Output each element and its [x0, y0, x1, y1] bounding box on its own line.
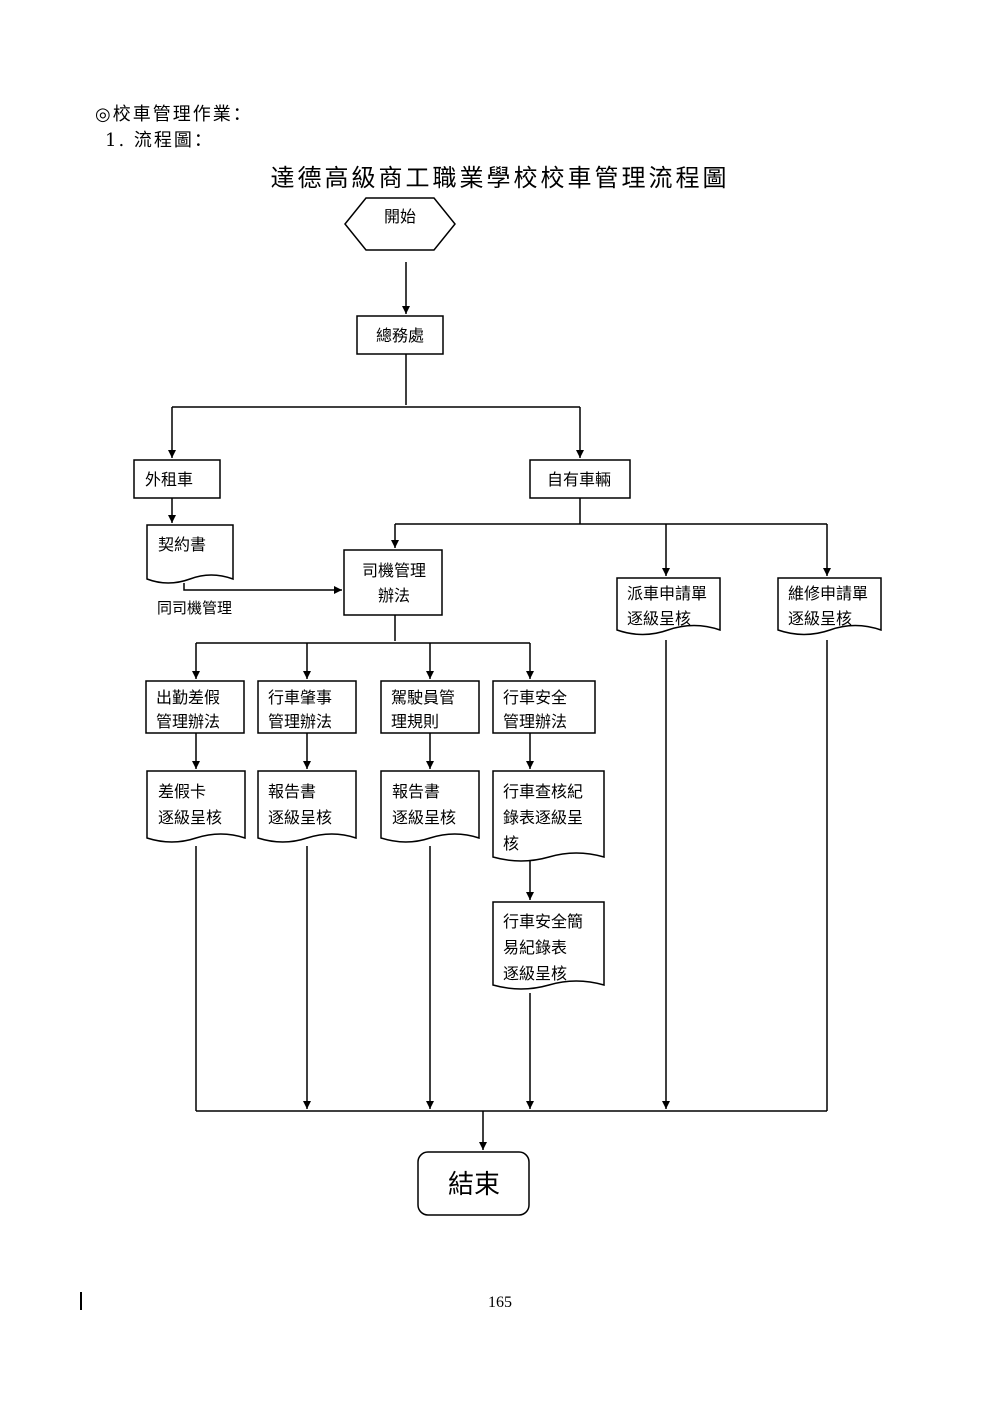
simple-safety-record-label-line3: 逐級呈核	[503, 964, 567, 983]
safety-rules-label-line2: 管理辦法	[503, 712, 567, 731]
repair-form-label-line2: 逐級呈核	[788, 609, 852, 628]
own-vehicle-label: 自有車輛	[547, 470, 611, 489]
inspection-record-label-line3: 核	[503, 834, 519, 853]
attendance-rules-box	[145, 680, 245, 734]
driver-rules-label-line2: 辦法	[378, 586, 410, 605]
connector-contract-to-driver-rules	[183, 583, 342, 594]
repair-form-doc	[777, 577, 882, 636]
report2-label-line2: 逐級呈核	[392, 808, 456, 827]
safety-rules-box	[492, 680, 596, 734]
dispatch-form-doc	[616, 577, 721, 636]
simple-safety-record-label-line1: 行車安全簡	[503, 912, 583, 931]
dispatch-form-label-line2: 逐級呈核	[627, 609, 691, 628]
inspection-record-label-line2: 錄表逐級呈	[503, 808, 583, 827]
margin-bar	[80, 1292, 82, 1310]
end-node	[417, 1151, 530, 1216]
subsection-heading: 1. 流程圖：	[105, 130, 214, 151]
general-affairs-box	[356, 315, 444, 355]
rental-car-label: 外租車	[145, 470, 193, 489]
report-doc-2	[380, 770, 480, 843]
end-label: 結束	[448, 1170, 500, 1200]
contract-label: 契約書	[158, 535, 206, 554]
inspection-record-doc	[492, 770, 605, 862]
general-affairs-label: 總務處	[376, 326, 424, 345]
dispatch-form-label-line1: 派車申請單	[627, 584, 707, 603]
page-number: 165	[488, 1294, 512, 1311]
start-label: 開始	[384, 207, 416, 226]
start-node	[344, 197, 456, 251]
diagram-title: 達德高級商工職業學校校車管理流程圖	[270, 164, 730, 192]
inspection-record-label-line1: 行車查核紀	[503, 782, 583, 801]
rental-car-box	[133, 459, 221, 499]
simple-safety-record-label-line2: 易紀錄表	[503, 938, 567, 957]
attendance-rules-label-line2: 管理辦法	[156, 712, 220, 731]
report2-label-line1: 報告書	[392, 782, 440, 801]
report1-label-line1: 報告書	[268, 782, 316, 801]
simple-safety-record-doc	[492, 901, 605, 990]
section-heading: ◎校車管理作業：	[95, 104, 253, 125]
leave-card-label-line1: 差假卡	[158, 782, 206, 801]
report1-label-line2: 逐級呈核	[268, 808, 332, 827]
attendance-rules-label-line1: 出勤差假	[156, 688, 220, 707]
repair-form-label-line1: 維修申請單	[788, 584, 868, 603]
leave-card-label-line2: 逐級呈核	[158, 808, 222, 827]
report-doc-1	[257, 770, 357, 843]
driver-rules-box	[343, 549, 443, 616]
driver-mgmt-rules-label-line1: 駕駛員管	[391, 688, 455, 707]
contract-doc	[146, 524, 234, 584]
leave-card-doc	[146, 770, 246, 843]
safety-rules-label-line1: 行車安全	[503, 688, 567, 707]
accident-rules-label-line2: 管理辦法	[268, 712, 332, 731]
driver-rules-label-line1: 司機管理	[362, 561, 426, 580]
driver-mgmt-rules-label-line2: 理規則	[391, 712, 439, 731]
accident-rules-label-line1: 行車肇事	[268, 688, 332, 707]
contract-note-label: 同司機管理	[157, 599, 232, 617]
